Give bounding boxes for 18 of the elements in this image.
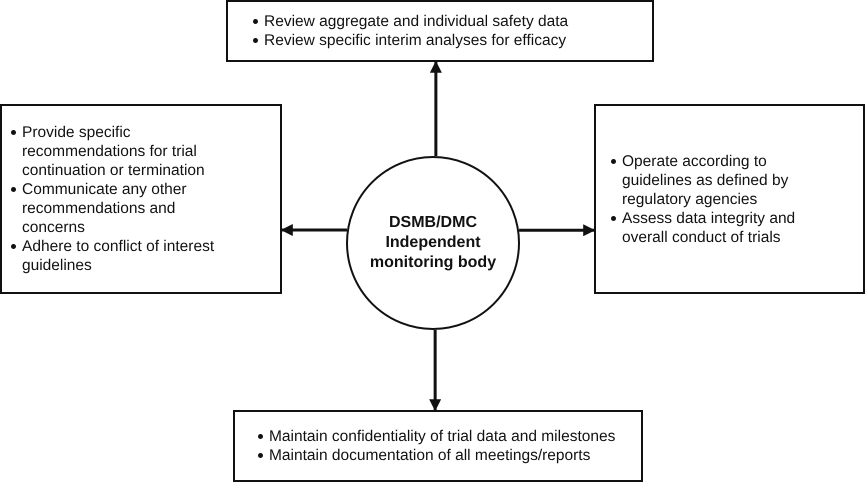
- bullet-item: Review aggregate and individual safety data: [264, 13, 568, 30]
- arrow: [280, 224, 347, 236]
- bullet-item: Assess data integrity and overall conduct of trials: [622, 210, 796, 246]
- arrow: [519, 224, 596, 236]
- bullet-box: [594, 104, 865, 294]
- arrow: [430, 60, 442, 156]
- bullet-item: Communicate any other recommendations and concerns: [22, 181, 187, 236]
- node-title: DSMB/DMC Independent monitoring body: [368, 213, 498, 273]
- bullet-item: Operate according to guidelines as defined by regulatory agencies: [622, 152, 788, 208]
- bullet-item: Review specific interim analyses for efficacy: [264, 32, 566, 49]
- bullet-box: [226, 0, 654, 62]
- bullet-box: [233, 410, 643, 482]
- bullet-item: Maintain confidentiality of trial data and milestones: [269, 428, 616, 445]
- bullet-box: [0, 104, 282, 294]
- bullet-item: Maintain documentation of all meetings/reports: [269, 447, 590, 464]
- bullet-item: Adhere to conflict of interest guidelines: [22, 238, 214, 274]
- bullet-item: Provide specific recommendations for trial continuation or termination: [22, 124, 205, 179]
- arrow: [429, 330, 442, 412]
